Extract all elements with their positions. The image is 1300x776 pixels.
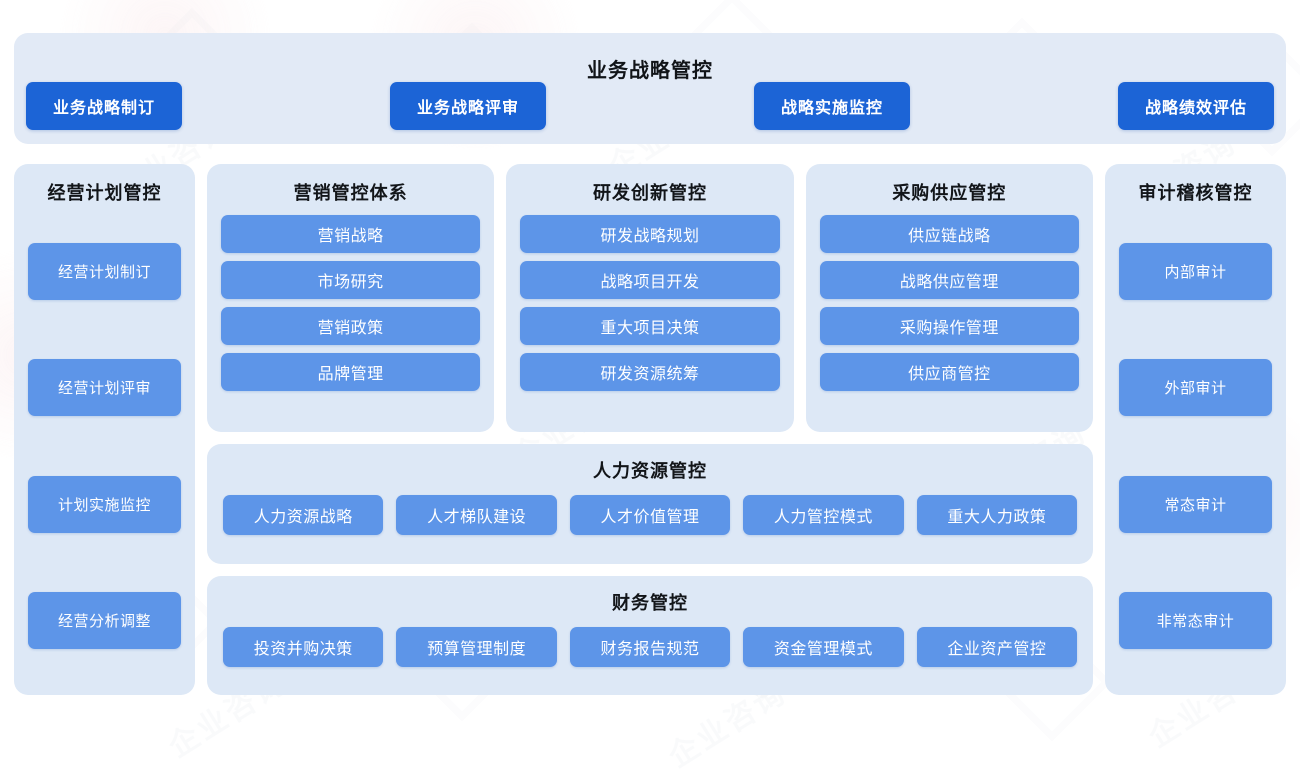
procurement-item-procurement-operation-management[interactable]: 采购操作管理 — [819, 307, 1079, 345]
panel-audit-inspection-control: 审计稽核管控 内部审计 外部审计 常态审计 非常态审计 — [1105, 164, 1286, 695]
panel-rd-innovation-control: 研发创新管控 研发战略规划 战略项目开发 重大项目决策 研发资源统筹 — [506, 164, 794, 432]
finance-item-budget-management-system[interactable]: 预算管理制度 — [396, 626, 557, 667]
finance-item-financial-reporting-standards[interactable]: 财务报告规范 — [569, 626, 731, 667]
main-area: 经营计划管控 经营计划制订 经营计划评审 计划实施监控 经营分析调整 营销管控体… — [14, 164, 1286, 695]
finance-item-investment-ma-decision[interactable]: 投资并购决策 — [223, 626, 384, 667]
marketing-item-marketing-policy[interactable]: 营销政策 — [221, 307, 481, 345]
hr-item-major-hr-policy[interactable]: 重大人力政策 — [916, 495, 1078, 535]
business-strategy-banner: 业务战略管控 业务战略制订 业务战略评审 战略实施监控 战略绩效评估 — [14, 33, 1286, 144]
hr-list: 人力资源战略 人才梯队建设 人才价值管理 人力管控模式 重大人力政策 — [223, 495, 1078, 535]
rd-item-rd-strategic-planning[interactable]: 研发战略规划 — [520, 215, 780, 253]
marketing-item-brand-management[interactable]: 品牌管理 — [221, 353, 481, 391]
right-item-external-audit[interactable]: 外部审计 — [1119, 359, 1272, 417]
diagram-root: 业务战略管控 业务战略制订 业务战略评审 战略实施监控 战略绩效评估 经营计划管… — [14, 33, 1286, 695]
panel-procurement-supply-control: 采购供应管控 供应链战略 战略供应管理 采购操作管理 供应商管控 — [805, 164, 1093, 432]
procurement-list: 供应链战略 战略供应管理 采购操作管理 供应商管控 — [819, 215, 1079, 391]
right-item-non-routine-audit[interactable]: 非常态审计 — [1119, 592, 1272, 650]
right-column-list: 内部审计 外部审计 常态审计 非常态审计 — [1119, 213, 1272, 679]
banner-button-row: 业务战略制订 业务战略评审 战略实施监控 战略绩效评估 — [14, 82, 1286, 130]
center-top-row: 营销管控体系 营销战略 市场研究 营销政策 品牌管理 研发创新管控 研发战略规划… — [207, 164, 1093, 432]
procurement-item-strategic-supply-management[interactable]: 战略供应管理 — [819, 261, 1079, 299]
hr-item-talent-pipeline-building[interactable]: 人才梯队建设 — [396, 495, 557, 535]
panel-human-resource-control: 人力资源管控 人力资源战略 人才梯队建设 人才价值管理 人力管控模式 重大人力政… — [207, 444, 1093, 564]
panel-financial-control: 财务管控 投资并购决策 预算管理制度 财务报告规范 资金管理模式 企业资产管控 — [207, 575, 1093, 695]
procurement-item-supply-chain-strategy[interactable]: 供应链战略 — [819, 215, 1079, 253]
rd-item-major-project-decision[interactable]: 重大项目决策 — [520, 307, 780, 345]
finance-item-fund-management-model[interactable]: 资金管理模式 — [743, 626, 904, 667]
panel-title-procurement-supply-control: 采购供应管控 — [892, 183, 1007, 203]
panel-title-business-plan-control: 经营计划管控 — [47, 183, 162, 203]
banner-title: 业务战略管控 — [587, 60, 713, 82]
left-item-plan-formulation[interactable]: 经营计划制订 — [28, 242, 181, 300]
left-item-operation-analysis-adjustment[interactable]: 经营分析调整 — [28, 592, 181, 650]
banner-button-strategy-performance-evaluation[interactable]: 战略绩效评估 — [1118, 82, 1274, 130]
rd-item-rd-resource-coordination[interactable]: 研发资源统筹 — [520, 353, 780, 391]
right-item-internal-audit[interactable]: 内部审计 — [1119, 242, 1272, 300]
hr-item-hr-strategy[interactable]: 人力资源战略 — [223, 495, 384, 535]
hr-item-hr-control-model[interactable]: 人力管控模式 — [743, 495, 904, 535]
left-item-plan-review[interactable]: 经营计划评审 — [28, 359, 181, 417]
panel-business-plan-control: 经营计划管控 经营计划制订 经营计划评审 计划实施监控 经营分析调整 — [14, 164, 195, 695]
marketing-list: 营销战略 市场研究 营销政策 品牌管理 — [221, 215, 481, 391]
panel-marketing-control-system: 营销管控体系 营销战略 市场研究 营销政策 品牌管理 — [207, 164, 495, 432]
panel-title-financial-control: 财务管控 — [612, 592, 688, 613]
panel-title-audit-inspection-control: 审计稽核管控 — [1138, 183, 1253, 203]
panel-title-marketing-control-system: 营销管控体系 — [293, 183, 408, 203]
marketing-item-marketing-strategy[interactable]: 营销战略 — [221, 215, 481, 253]
left-item-plan-implementation-monitoring[interactable]: 计划实施监控 — [28, 475, 181, 533]
right-item-routine-audit[interactable]: 常态审计 — [1119, 475, 1272, 533]
procurement-item-supplier-control[interactable]: 供应商管控 — [819, 353, 1079, 391]
center-region: 营销管控体系 营销战略 市场研究 营销政策 品牌管理 研发创新管控 研发战略规划… — [207, 164, 1093, 695]
hr-item-talent-value-management[interactable]: 人才价值管理 — [569, 495, 731, 535]
finance-item-enterprise-asset-control[interactable]: 企业资产管控 — [916, 626, 1078, 667]
banner-button-strategy-implementation-monitoring[interactable]: 战略实施监控 — [754, 82, 910, 130]
finance-list: 投资并购决策 预算管理制度 财务报告规范 资金管理模式 企业资产管控 — [223, 626, 1078, 667]
panel-title-human-resource-control: 人力资源管控 — [593, 461, 707, 481]
banner-button-strategy-review[interactable]: 业务战略评审 — [390, 82, 546, 130]
panel-title-rd-innovation-control: 研发创新管控 — [592, 183, 707, 203]
rd-list: 研发战略规划 战略项目开发 重大项目决策 研发资源统筹 — [520, 215, 780, 391]
left-column-list: 经营计划制订 经营计划评审 计划实施监控 经营分析调整 — [28, 213, 181, 679]
marketing-item-market-research[interactable]: 市场研究 — [221, 261, 481, 299]
banner-button-strategy-formulation[interactable]: 业务战略制订 — [26, 82, 182, 130]
rd-item-strategic-project-development[interactable]: 战略项目开发 — [520, 261, 780, 299]
